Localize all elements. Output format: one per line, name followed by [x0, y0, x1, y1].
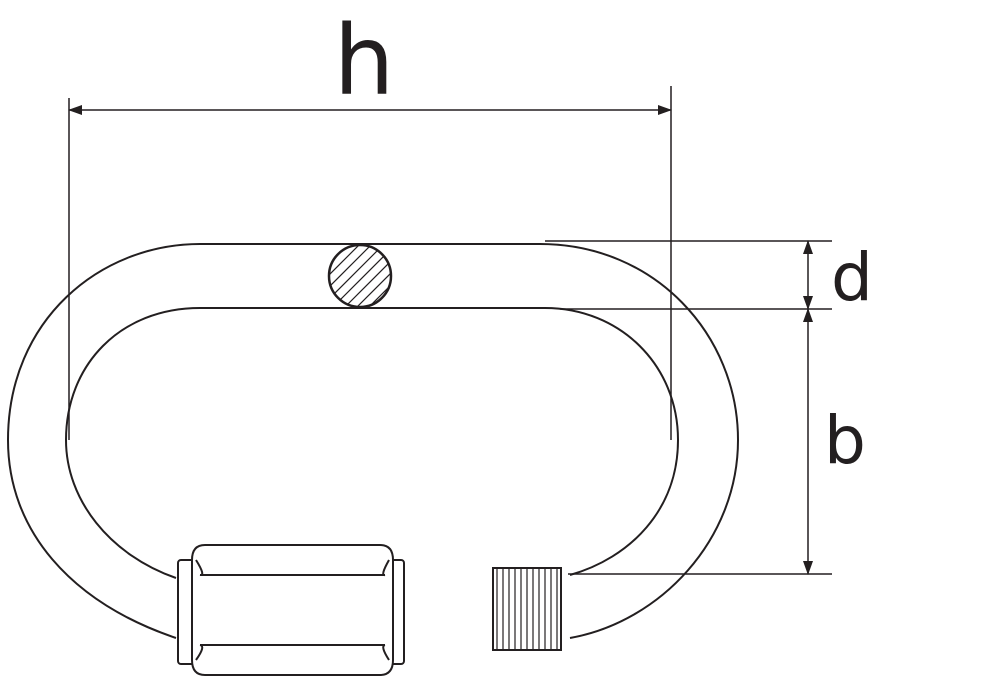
label-b: b: [824, 402, 866, 479]
link-inner-outline: [64, 307, 680, 579]
threaded-end: [492, 567, 562, 651]
label-h: h: [334, 5, 395, 117]
link-outer-outline: [6, 243, 740, 639]
wire-cross-section: [327, 243, 393, 309]
label-d: d: [831, 239, 873, 316]
threaded-sleeve-nut: [177, 544, 405, 676]
